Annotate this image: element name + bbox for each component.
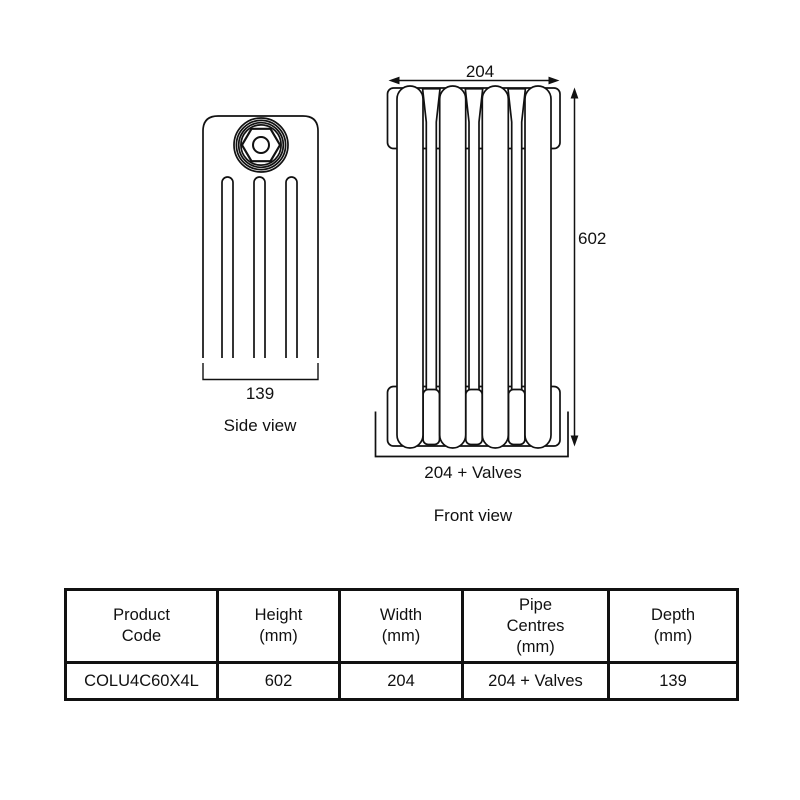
front-column-tube (481, 85, 510, 449)
vent-ring-icon (237, 121, 285, 169)
hex-nut-icon (240, 127, 282, 163)
front-height-dimension-label: 602 (578, 229, 607, 248)
spec-value-width: 204 (338, 661, 464, 701)
spec-value-depth: 139 (607, 661, 739, 701)
rear-column-foot (422, 388, 441, 446)
rear-column-foot (464, 388, 484, 446)
side-view-drawing (202, 115, 319, 381)
depth-dimension-bracket (202, 363, 319, 381)
spec-value-product-code: COLU4C60X4L (64, 661, 219, 701)
width-dimension-arrow (388, 76, 560, 85)
side-groove (285, 176, 298, 358)
spec-header-depth: Depth (mm) (607, 588, 739, 664)
height-dimension-arrow (570, 87, 579, 447)
spec-table: Product Code Height (mm) Width (mm) Pipe… (64, 588, 739, 701)
spec-value-height: 602 (216, 661, 341, 701)
spec-header-product-code: Product Code (64, 588, 219, 664)
pipe-centres-bracket (374, 411, 569, 458)
front-pipe-centres-label: 204 + Valves (424, 463, 522, 482)
vent-hole-icon (252, 136, 270, 154)
vent-ring-icon (235, 119, 287, 171)
side-groove (253, 176, 266, 358)
spec-header-width: Width (mm) (338, 588, 464, 664)
front-column-tube (438, 85, 467, 449)
side-depth-dimension-label: 139 (245, 384, 275, 403)
front-column-tube (524, 85, 552, 449)
spec-table-value-row: COLU4C60X4L 602 204 204 + Valves 139 (64, 661, 739, 701)
spec-header-pipe-centres: Pipe Centres (mm) (461, 588, 610, 664)
front-width-dimension-label: 204 (465, 62, 495, 81)
spec-value-pipe-centres: 204 + Valves (461, 661, 610, 701)
spec-table-header-row: Product Code Height (mm) Width (mm) Pipe… (64, 588, 739, 664)
side-view-caption: Side view (223, 416, 297, 435)
front-column-tube (396, 85, 424, 449)
front-view-caption: Front view (433, 506, 513, 525)
front-view-drawing (374, 76, 579, 458)
side-groove (221, 176, 234, 358)
spec-header-height: Height (mm) (216, 588, 341, 664)
side-body-outline (202, 115, 319, 358)
rear-column-foot (507, 388, 526, 446)
